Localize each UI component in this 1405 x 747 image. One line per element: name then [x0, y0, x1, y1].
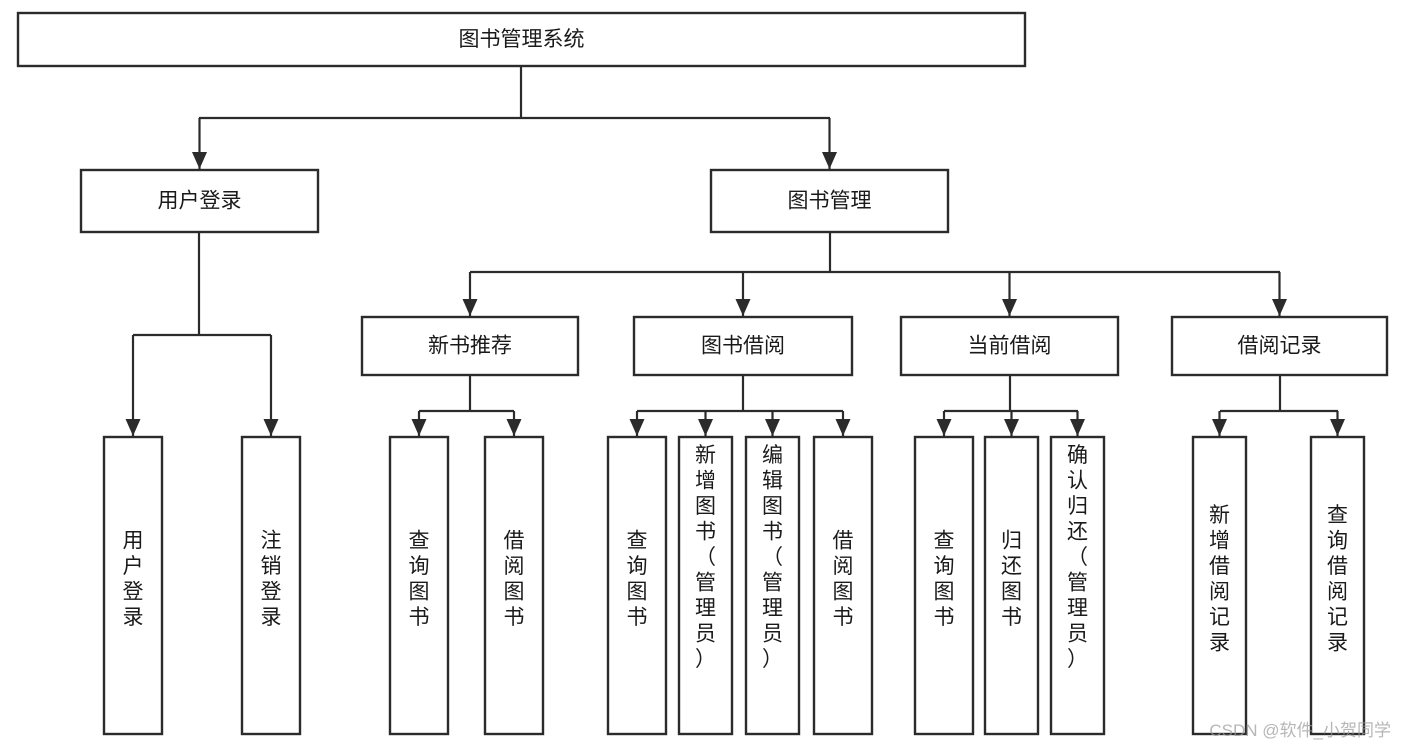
node-label-l3_2: 当前借阅	[968, 335, 1052, 358]
connector-borrow-bus	[637, 375, 843, 413]
edge-l2_1-to-l3_3	[1272, 272, 1287, 316]
node-label-l3_0: 新书推荐	[428, 335, 512, 358]
edge-root-to-l2_1	[822, 118, 837, 169]
node-leaf_5[interactable]: 新增图书（管理员）	[677, 435, 734, 736]
edge-l2_1-to-l3_2	[1002, 272, 1017, 316]
node-leaf_2[interactable]: 查询图书	[388, 435, 450, 736]
edge-l3_1-to-leaf_4	[629, 411, 645, 436]
node-label-leaf_4: 查询图书	[627, 529, 648, 629]
node-label-leaf_2: 查询图书	[409, 529, 430, 629]
node-leaf_3[interactable]: 借阅图书	[483, 435, 545, 736]
edge-l3_2-to-leaf_9	[1004, 411, 1019, 436]
node-leaf_10[interactable]: 确认归还（管理员）	[1049, 435, 1106, 736]
connector-new-book-bus	[419, 375, 514, 413]
edge-l2_0-to-leaf_1	[263, 335, 279, 436]
edge-l3_2-to-leaf_8	[936, 411, 952, 436]
node-leaf_9[interactable]: 归还图书	[983, 435, 1040, 736]
edge-l3_0-to-leaf_3	[506, 411, 522, 436]
node-leaf_11[interactable]: 新增借阅记录	[1191, 435, 1248, 736]
node-leaf_1[interactable]: 注销登录	[240, 435, 302, 736]
edge-l3_1-to-leaf_6	[765, 411, 780, 436]
node-label-leaf_11: 新增借阅记录	[1209, 504, 1230, 655]
node-leaf_0[interactable]: 用户登录	[102, 435, 164, 736]
node-label-l2_0: 用户登录	[158, 190, 242, 213]
node-label-leaf_1: 注销登录	[261, 529, 282, 629]
node-label-leaf_9: 归还图书	[1001, 529, 1022, 629]
node-label-leaf_6: 编辑图书（管理员）	[762, 444, 783, 671]
node-label-leaf_0: 用户登录	[123, 529, 144, 629]
edge-l3_1-to-leaf_5	[698, 411, 713, 436]
connector-lines-group	[125, 66, 1345, 436]
node-label-leaf_3: 借阅图书	[504, 529, 525, 629]
edge-l2_0-to-leaf_0	[125, 335, 141, 436]
node-l3_0[interactable]: 新书推荐	[360, 315, 580, 377]
connector-record-bus	[1220, 375, 1338, 413]
node-leaf_12[interactable]: 查询借阅记录	[1309, 435, 1366, 736]
edge-root-to-l2_0	[192, 118, 207, 169]
connector-user-login-bus	[133, 232, 271, 337]
node-label-leaf_10: 确认归还（管理员）	[1067, 444, 1088, 671]
edge-l3_1-to-leaf_7	[835, 411, 851, 436]
node-label-root: 图书管理系统	[459, 28, 585, 51]
edge-l3_0-to-leaf_2	[411, 411, 427, 436]
connector-current-borrow-bus	[944, 375, 1078, 413]
edge-l2_1-to-l3_0	[462, 272, 478, 316]
node-leaf_6[interactable]: 编辑图书（管理员）	[744, 435, 801, 736]
node-label-leaf_8: 查询图书	[934, 529, 955, 629]
node-leaf_4[interactable]: 查询图书	[606, 435, 668, 736]
node-l3_3[interactable]: 借阅记录	[1170, 315, 1389, 377]
node-label-leaf_7: 借阅图书	[833, 529, 854, 629]
node-label-leaf_12: 查询借阅记录	[1327, 504, 1348, 655]
node-l2_0[interactable]: 用户登录	[79, 168, 320, 234]
node-leaf_7[interactable]: 借阅图书	[812, 435, 874, 736]
node-root[interactable]: 图书管理系统	[16, 11, 1027, 68]
node-l2_1[interactable]: 图书管理	[709, 168, 950, 234]
connector-book-manage-bus	[470, 232, 1280, 274]
connector-root-bus	[199, 66, 830, 120]
node-label-l3_3: 借阅记录	[1238, 335, 1322, 358]
edge-l3_2-to-leaf_10	[1070, 411, 1085, 436]
flowchart-nodes-group: 图书管理系统用户登录图书管理新书推荐图书借阅当前借阅借阅记录用户登录注销登录查询…	[16, 11, 1389, 736]
node-label-l2_1: 图书管理	[788, 190, 872, 213]
edge-l2_1-to-l3_1	[735, 272, 751, 316]
node-leaf_8[interactable]: 查询图书	[913, 435, 975, 736]
node-label-leaf_5: 新增图书（管理员）	[695, 444, 716, 671]
edge-l3_3-to-leaf_11	[1212, 411, 1227, 436]
edge-l3_3-to-leaf_12	[1330, 411, 1345, 436]
node-l3_2[interactable]: 当前借阅	[899, 315, 1120, 377]
node-label-l3_1: 图书借阅	[701, 335, 785, 358]
node-l3_1[interactable]: 图书借阅	[632, 315, 854, 377]
